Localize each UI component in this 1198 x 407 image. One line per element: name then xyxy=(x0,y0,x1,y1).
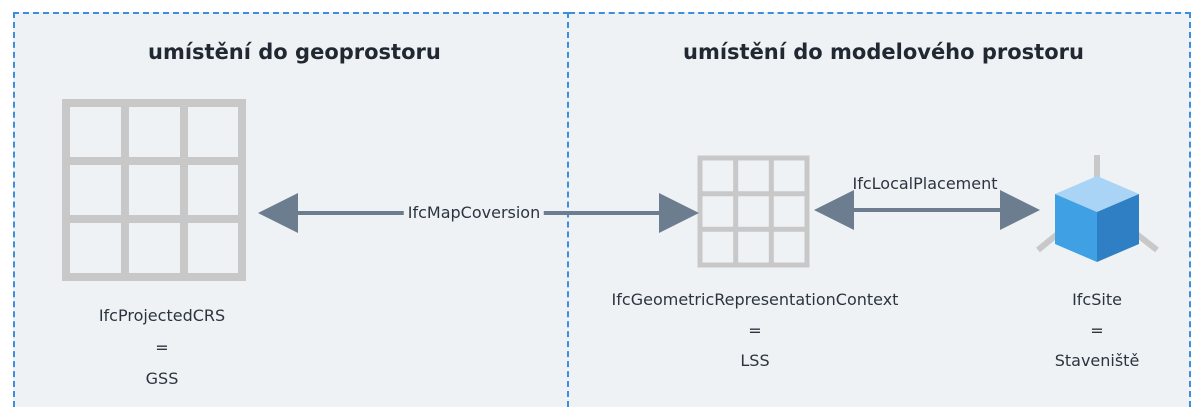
crs-name: IfcProjectedCRS xyxy=(98,306,226,325)
model-space-title: umístění do modelového prostoru xyxy=(683,40,1084,64)
small-grid-icon xyxy=(697,155,810,268)
site-abbr: Staveniště xyxy=(1054,351,1140,370)
context-abbr: LSS xyxy=(740,351,770,370)
context-name: IfcGeometricRepresentationContext xyxy=(611,290,899,309)
geospace-title: umístění do geoprostoru xyxy=(148,40,441,64)
large-grid-icon xyxy=(62,99,246,281)
site-name: IfcSite xyxy=(1072,290,1122,309)
crs-equals: = xyxy=(155,338,169,357)
site-equals: = xyxy=(1090,321,1104,340)
site-cube-icon xyxy=(1036,155,1159,262)
map-conversion-label: IfcMapCoversion xyxy=(403,203,545,222)
crs-abbr: GSS xyxy=(145,369,179,388)
local-placement-label: IfcLocalPlacement xyxy=(852,174,998,193)
context-equals: = xyxy=(748,321,762,340)
